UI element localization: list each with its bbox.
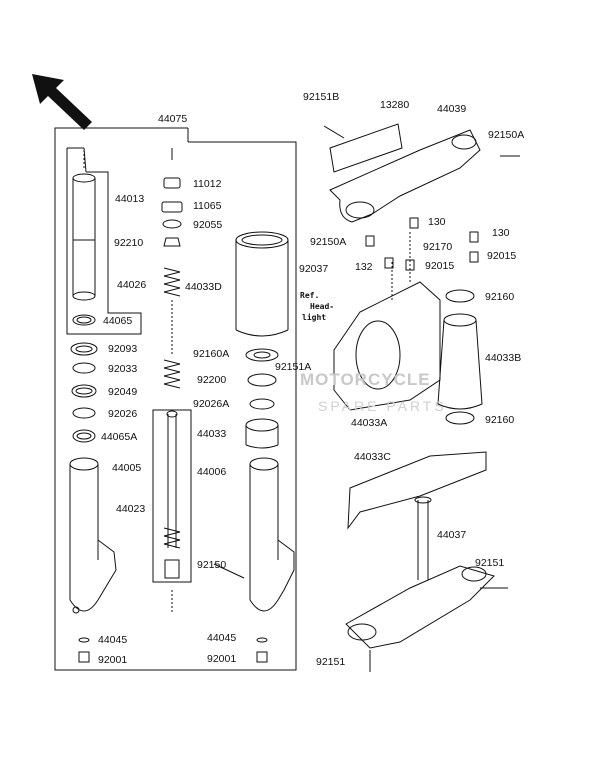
part-44045-right[interactable]: 44045 [207, 632, 237, 644]
fork-cover-44033D [235, 231, 289, 337]
part-13280[interactable]: 13280 [380, 99, 410, 111]
part-44033B[interactable]: 44033B [485, 352, 522, 364]
watermark-line-1: MOTORCYCLE [300, 370, 431, 389]
top-cap-assembly [161, 177, 183, 247]
part-92170[interactable]: 92170 [423, 241, 453, 253]
upper-bracket [329, 129, 520, 223]
part-44026[interactable]: 44026 [117, 279, 147, 291]
part-92026A[interactable]: 92026A [193, 398, 230, 410]
cover-44033C [347, 451, 487, 530]
part-92033[interactable]: 92033 [108, 363, 138, 375]
part-92037[interactable]: 92037 [299, 263, 329, 275]
part-92001-left[interactable]: 92001 [98, 654, 128, 666]
part-92049[interactable]: 92049 [108, 386, 138, 398]
fork-leg-44005 [69, 457, 117, 614]
part-130-left[interactable]: 130 [428, 216, 446, 228]
fork-cover-44033B [437, 289, 483, 425]
watermark-line-2: SPARE PARTS [318, 398, 447, 414]
part-92150A-mid[interactable]: 92150A [310, 236, 347, 248]
part-92150A-top[interactable]: 92150A [488, 129, 525, 141]
note-line-3: light [302, 313, 327, 322]
damper-rod-frame [152, 148, 192, 612]
part-44013[interactable]: 44013 [115, 193, 145, 205]
steering-stem [345, 496, 508, 672]
small-bolts-right [365, 217, 479, 271]
part-130-right[interactable]: 130 [492, 227, 510, 239]
damper-rod [166, 410, 178, 548]
part-92015-left[interactable]: 92015 [425, 260, 455, 272]
part-44023[interactable]: 44023 [116, 503, 146, 515]
part-92015-right[interactable]: 92015 [487, 250, 517, 262]
fork-leg-44006 [213, 457, 295, 612]
rebound-spring [163, 527, 181, 579]
part-11065[interactable]: 11065 [193, 200, 222, 212]
part-44065A[interactable]: 44065A [101, 431, 138, 443]
note-line-2: Head- [310, 302, 335, 311]
part-44033A[interactable]: 44033A [351, 417, 388, 429]
part-11012[interactable]: 11012 [193, 178, 222, 190]
handlebar-holder [323, 123, 403, 173]
part-92151A[interactable]: 92151A [275, 361, 312, 373]
part-92160-bottom[interactable]: 92160 [485, 414, 515, 426]
part-44033[interactable]: 44033 [197, 428, 227, 440]
part-92151B[interactable]: 92151B [303, 91, 340, 103]
part-92093[interactable]: 92093 [108, 343, 138, 355]
part-44037[interactable]: 44037 [437, 529, 467, 541]
fork-tube [72, 150, 96, 301]
part-44039[interactable]: 44039 [437, 103, 467, 115]
part-132[interactable]: 132 [355, 261, 373, 273]
note-line-1: Ref. [300, 291, 320, 300]
bushing-44065 [72, 314, 96, 326]
part-92150[interactable]: 92150 [197, 559, 227, 571]
part-44075[interactable]: 44075 [158, 113, 188, 125]
part-92160A[interactable]: 92160A [193, 348, 230, 360]
part-44065[interactable]: 44065 [103, 315, 133, 327]
seal-stack [70, 342, 98, 443]
part-92151-right[interactable]: 92151 [475, 557, 505, 569]
part-44005[interactable]: 44005 [112, 462, 142, 474]
fork-assembly-frame [54, 127, 297, 671]
fork-spring [163, 267, 181, 389]
part-92160-top[interactable]: 92160 [485, 291, 515, 303]
part-92210[interactable]: 92210 [114, 237, 144, 249]
part-44006[interactable]: 44006 [197, 466, 227, 478]
part-92026[interactable]: 92026 [108, 408, 138, 420]
part-92151-bottom[interactable]: 92151 [316, 656, 346, 668]
part-92055[interactable]: 92055 [193, 219, 223, 231]
part-44045-left[interactable]: 44045 [98, 634, 128, 646]
bottom-bolts [78, 637, 268, 663]
part-44033C[interactable]: 44033C [354, 451, 391, 463]
part-92001-right[interactable]: 92001 [207, 653, 237, 665]
arrow-up-left-icon [32, 74, 92, 130]
part-44033D[interactable]: 44033D [185, 281, 222, 293]
washer-stack-right [245, 348, 279, 449]
part-92200[interactable]: 92200 [197, 374, 227, 386]
